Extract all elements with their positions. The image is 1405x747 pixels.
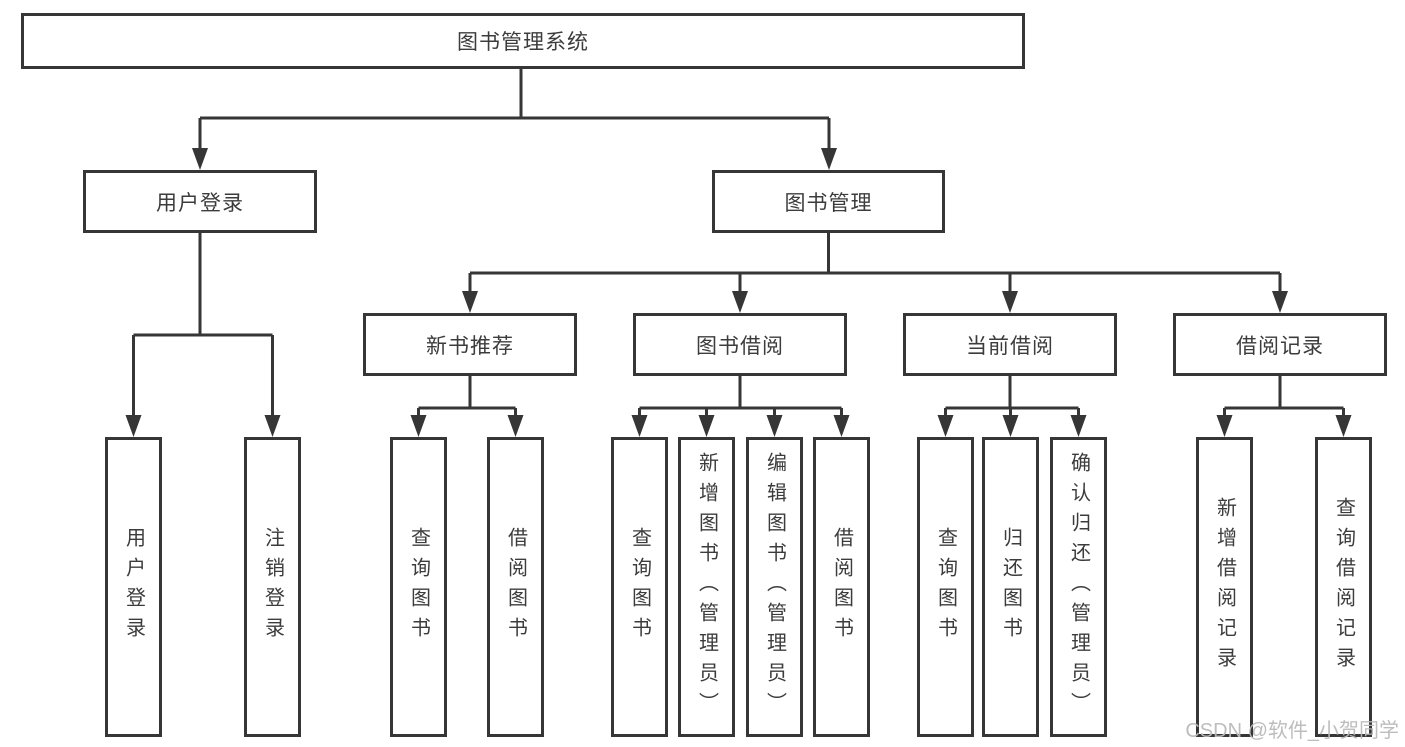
leaf-return-book: 归还图书 <box>982 437 1039 737</box>
connector-mgmt-to-sections <box>462 233 1288 313</box>
node-label: 图书借阅 <box>696 333 784 358</box>
node-new-book-recommend: 新书推荐 <box>363 313 577 376</box>
leaf-confirm-return-admin: 确认归还（管理员） <box>1050 437 1107 737</box>
leaf-query-book-borrow: 查询图书 <box>611 437 668 737</box>
leaf-label: 归还图书 <box>999 527 1022 647</box>
leaf-label: 新增图书（管理员） <box>695 452 718 722</box>
leaf-label: 查询图书 <box>407 527 430 647</box>
csdn-watermark: CSDN @软件_小贺同学 <box>1185 720 1399 742</box>
arrow-down-icon <box>125 415 142 437</box>
node-label: 新书推荐 <box>426 333 514 358</box>
leaf-logout: 注销登录 <box>244 437 301 737</box>
leaf-label: 查询借阅记录 <box>1332 497 1355 677</box>
leaf-query-book-current: 查询图书 <box>917 437 974 737</box>
leaf-edit-book-admin: 编辑图书（管理员） <box>746 437 803 737</box>
leaf-add-borrow-record: 新增借阅记录 <box>1196 437 1253 737</box>
arrow-down-icon <box>732 291 748 313</box>
arrow-down-icon <box>1002 291 1018 313</box>
leaf-borrow-book: 借阅图书 <box>813 437 870 737</box>
leaf-label: 新增借阅记录 <box>1213 497 1236 677</box>
arrow-down-icon <box>1335 415 1352 437</box>
arrow-down-icon <box>833 415 850 437</box>
arrow-down-icon <box>410 415 427 437</box>
arrow-down-icon <box>264 415 281 437</box>
arrow-down-icon <box>192 148 208 170</box>
connector-login-to-leaves <box>125 233 281 437</box>
leaf-label: 借阅图书 <box>830 527 853 647</box>
connector-current-to-leaves <box>937 376 1087 437</box>
leaf-user-login: 用户登录 <box>105 437 162 737</box>
connector-borrow-to-leaves <box>631 376 850 437</box>
connector-recommend-to-leaves <box>410 376 524 437</box>
leaf-borrow-book-recommend: 借阅图书 <box>487 437 544 737</box>
leaf-label: 编辑图书（管理员） <box>763 452 786 722</box>
leaf-query-book-recommend: 查询图书 <box>390 437 447 737</box>
node-borrow-records: 借阅记录 <box>1173 313 1387 376</box>
leaf-label: 确认归还（管理员） <box>1067 452 1090 722</box>
leaf-label: 查询图书 <box>628 527 651 647</box>
leaf-label: 注销登录 <box>261 527 284 647</box>
node-label: 当前借阅 <box>966 333 1054 358</box>
leaf-label: 用户登录 <box>122 527 145 647</box>
node-label: 借阅记录 <box>1236 333 1324 358</box>
node-book-borrow: 图书借阅 <box>633 313 847 376</box>
leaf-label: 查询图书 <box>934 527 957 647</box>
arrow-down-icon <box>698 415 715 437</box>
node-current-borrow: 当前借阅 <box>903 313 1117 376</box>
leaf-query-borrow-record: 查询借阅记录 <box>1315 437 1372 737</box>
leaf-add-book-admin: 新增图书（管理员） <box>678 437 735 737</box>
arrow-down-icon <box>507 415 524 437</box>
connector-root-to-level2 <box>192 68 837 170</box>
arrow-down-icon <box>821 148 837 170</box>
arrow-down-icon <box>1002 415 1019 437</box>
leaf-label: 借阅图书 <box>504 527 527 647</box>
arrow-down-icon <box>462 291 478 313</box>
arrow-down-icon <box>937 415 954 437</box>
node-book-management: 图书管理 <box>712 170 945 233</box>
arrow-down-icon <box>1272 291 1288 313</box>
node-label: 图书管理系统 <box>457 30 589 54</box>
arrow-down-icon <box>1216 415 1233 437</box>
node-label: 图书管理 <box>784 190 873 215</box>
node-label: 用户登录 <box>156 190 244 215</box>
node-library-system: 图书管理系统 <box>21 13 1025 69</box>
connector-records-to-leaves <box>1216 376 1352 437</box>
arrow-down-icon <box>1070 415 1087 437</box>
node-user-login: 用户登录 <box>83 170 317 233</box>
arrow-down-icon <box>631 415 648 437</box>
arrow-down-icon <box>766 415 783 437</box>
